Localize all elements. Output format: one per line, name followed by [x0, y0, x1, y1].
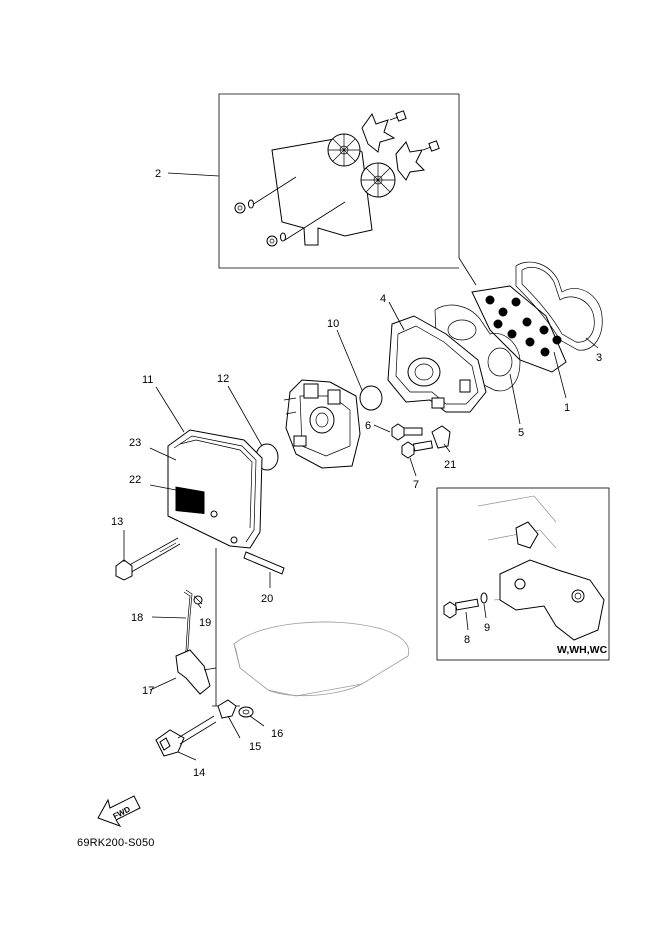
hull-outline [233, 621, 410, 697]
label-22: 22 [129, 474, 141, 486]
leader-lines [123, 172, 599, 761]
label-9: 9 [484, 622, 490, 634]
label-8: 8 [464, 634, 470, 646]
nut-washer-lower [266, 232, 286, 247]
label-19: 19 [199, 617, 211, 629]
label-15: 15 [249, 741, 261, 753]
part-labels: 2 1 3 4 5 6 7 8 9 10 11 12 13 14 15 16 1… [111, 168, 602, 779]
bracket-17 [175, 649, 217, 695]
nut-washer-upper [234, 199, 254, 214]
label-7: 7 [413, 479, 419, 491]
washer-16 [238, 706, 254, 718]
label-13: 13 [111, 516, 123, 528]
pin-20 [243, 551, 285, 575]
bolt-13 [115, 537, 181, 581]
label-5: 5 [518, 427, 524, 439]
label-16: 16 [271, 728, 283, 740]
label-23: 23 [129, 437, 141, 449]
detail-box-valve-plate [218, 93, 477, 286]
reed-valve-plate-1 [471, 285, 567, 373]
reed-petal-upper [327, 133, 361, 167]
o-ring-10 [359, 385, 383, 411]
label-2: 2 [155, 168, 161, 180]
label-3: 3 [596, 352, 602, 364]
inset-box: W,WH,WC [436, 487, 610, 661]
forward-arrow-icon: FWD [97, 795, 141, 827]
label-20: 20 [261, 593, 273, 605]
label-11: 11 [142, 374, 153, 386]
inset-caption: W,WH,WC [557, 644, 608, 656]
carburetor [283, 379, 361, 469]
bolt-6 [391, 423, 423, 441]
reed-stopper-upper [361, 112, 396, 153]
reed-petal-lower [360, 162, 396, 198]
screw-upper [389, 110, 407, 122]
gasket-3 [515, 261, 603, 351]
screw-lower [422, 140, 440, 152]
label-14: 14 [193, 767, 205, 779]
intake-silencer-11 [167, 429, 263, 549]
label-4: 4 [380, 293, 386, 305]
reed-stopper-lower [395, 141, 426, 181]
manifold-adapter-4 [387, 315, 487, 413]
bushing-15 [217, 699, 237, 719]
clip-19 [193, 595, 203, 605]
label-12: 12 [217, 373, 229, 385]
label-18: 18 [131, 612, 143, 624]
label-10: 10 [327, 318, 339, 330]
label-1: 1 [564, 402, 570, 414]
label-21: 21 [444, 459, 456, 471]
label-6: 6 [365, 420, 371, 432]
clip-21 [431, 425, 451, 449]
label-17: 17 [142, 685, 154, 697]
diagram-code: 69RK200-S050 [77, 837, 155, 849]
bolt-7 [401, 440, 434, 459]
knob-14 [155, 715, 217, 757]
